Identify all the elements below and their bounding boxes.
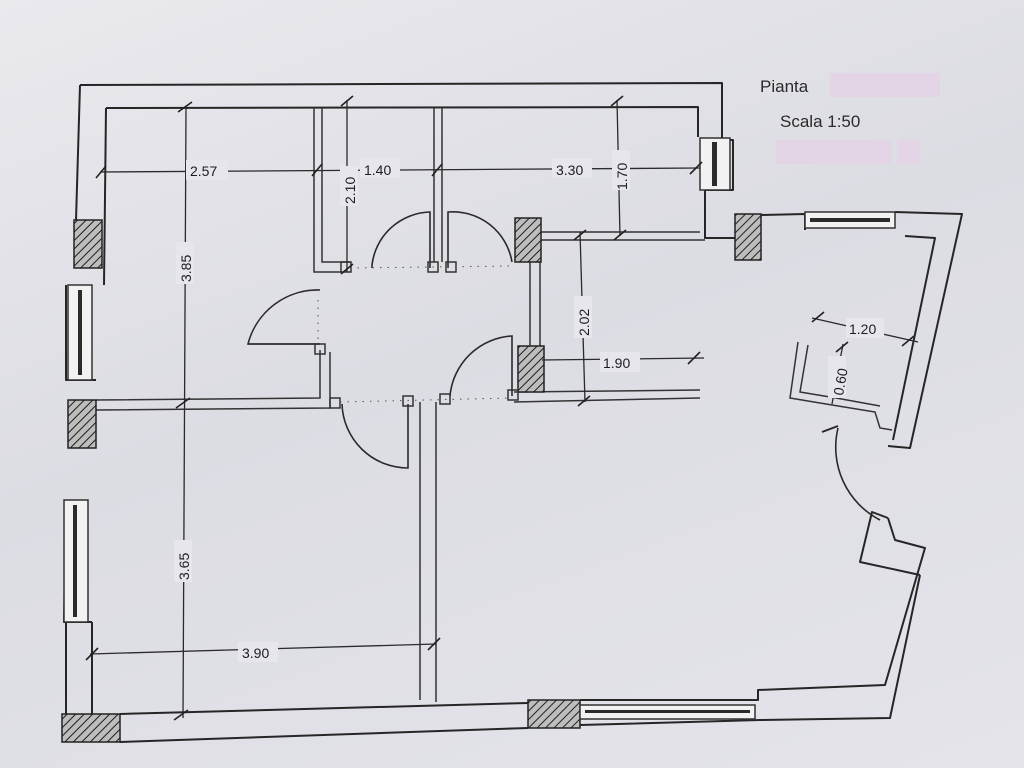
- dim-1-70: 1.70: [614, 163, 630, 190]
- interior-walls: [95, 108, 705, 702]
- dim-1-90: 1.90: [603, 355, 630, 371]
- redaction-bar-2: [776, 140, 892, 164]
- scale-label: Scala 1:50: [780, 112, 860, 131]
- dim-2-10: 2.10: [342, 177, 358, 204]
- windows: [63, 137, 896, 720]
- door-2: [447, 211, 513, 268]
- pillar-5: [517, 345, 545, 393]
- pillar-4: [514, 217, 542, 263]
- pillar-2: [67, 399, 97, 449]
- dim-1-20: 1.20: [849, 321, 876, 337]
- plan-label: Pianta: [760, 77, 809, 96]
- door-1: [371, 211, 431, 268]
- pillar-1: [73, 219, 103, 269]
- redaction-bar-3: [898, 140, 920, 164]
- pillar-6: [734, 213, 762, 261]
- pillar-3: [61, 713, 121, 743]
- redaction-bar-1: [830, 73, 940, 97]
- door-3: [246, 289, 321, 345]
- doors: [246, 211, 881, 521]
- dim-3-90: 3.90: [242, 645, 269, 661]
- threshold-lines: [317, 265, 513, 403]
- dim-1-40: 1.40: [364, 162, 391, 178]
- dim-3-65: 3.65: [176, 553, 192, 580]
- dim-2-02: 2.02: [576, 309, 592, 336]
- title-block: Pianta Scala 1:50: [760, 73, 940, 164]
- door-5: [449, 335, 513, 397]
- dimension-labels: 2.57 1.40 3.30 2.10 1.70 3.85 2.02 1.90 …: [174, 150, 884, 662]
- pillar-7: [527, 699, 581, 729]
- dim-3-85: 3.85: [178, 255, 194, 282]
- outer-walls: [63, 82, 963, 743]
- dim-0-60: 0.60: [830, 367, 851, 397]
- dim-3-30: 3.30: [556, 162, 583, 178]
- dimension-lines: [85, 95, 919, 721]
- niche-fixture: [789, 341, 893, 431]
- dim-2-57: 2.57: [190, 163, 217, 179]
- door-4: [341, 403, 409, 469]
- structural-pillars: [61, 213, 762, 743]
- door-6: [834, 427, 881, 521]
